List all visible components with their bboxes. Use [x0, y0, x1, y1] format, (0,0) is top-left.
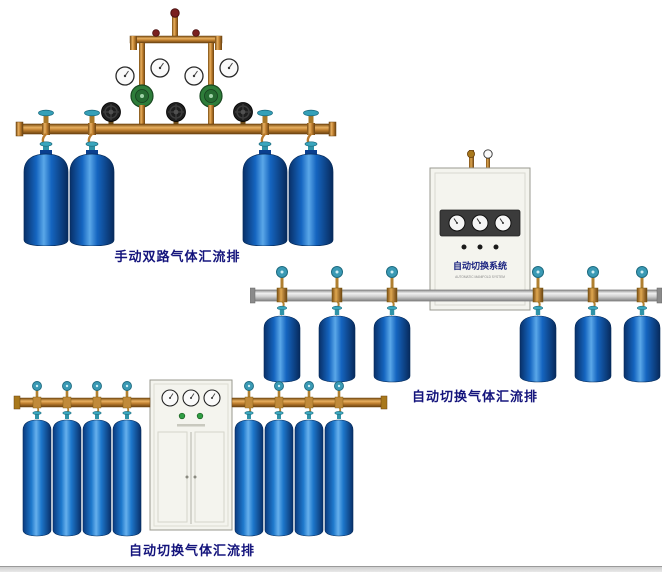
pressure-gauge-icon [150, 58, 170, 78]
regulator-right [184, 58, 239, 125]
teal-valve-icon [84, 109, 100, 126]
figure-auto-switch-floor [12, 374, 392, 542]
pressure-gauge-icon [219, 58, 239, 78]
gas-cylinder [52, 411, 82, 537]
gas-cylinder [82, 411, 112, 537]
cabinet-top-pipes [466, 149, 493, 169]
gas-cylinder [69, 141, 115, 247]
auto-switch-wall-illustration: 自动切换系统 AUTOMATIC MANIFOLD SYSTEM [249, 149, 662, 383]
gas-cylinder [23, 141, 69, 247]
gas-cylinder [318, 305, 356, 383]
indicator-light [493, 244, 499, 250]
teal-valve-icon [38, 109, 54, 126]
gas-cylinder [294, 411, 324, 537]
caption-auto-switch-floor: 自动切换气体汇流排 [128, 543, 255, 558]
green-button [196, 412, 204, 420]
figure-manual-dual-manifold [8, 6, 343, 247]
figure-auto-switch-wall: 自动切换系统 AUTOMATIC MANIFOLD SYSTEM [249, 148, 662, 388]
pressure-gauge-icon [448, 214, 466, 232]
handwheel-icon [100, 101, 122, 125]
handwheel-icon [165, 101, 187, 125]
pressure-gauge-icon [494, 214, 512, 232]
manifold-bar [249, 287, 662, 304]
pressure-gauge-icon [115, 66, 135, 86]
pressure-gauge-icon [161, 389, 179, 407]
label-plate [177, 424, 205, 427]
indicator-light [477, 244, 483, 250]
bottom-divider [0, 566, 662, 572]
gas-cylinder [264, 411, 294, 537]
cabinet-title: 自动切换系统 [453, 260, 507, 271]
manifold-header-pipe [15, 121, 337, 137]
control-cabinet [149, 379, 233, 531]
control-cabinet: 自动切换系统 AUTOMATIC MANIFOLD SYSTEM [429, 167, 531, 311]
pressure-gauge-icon [184, 66, 204, 86]
handwheel-valves [100, 101, 254, 125]
gas-cylinder [22, 411, 52, 537]
gas-cylinder [373, 305, 411, 383]
green-button [178, 412, 186, 420]
pressure-gauge-icon [471, 214, 489, 232]
gas-cylinder [234, 411, 264, 537]
gas-cylinder [263, 305, 301, 383]
cabinet-subtitle: AUTOMATIC MANIFOLD SYSTEM [455, 275, 505, 279]
gas-cylinder [519, 305, 557, 383]
teal-valve-icon [257, 109, 273, 126]
top-feed-pipes [129, 8, 223, 87]
caption-auto-switch-wall: 自动切换气体汇流排 [411, 389, 538, 404]
pressure-gauge-icon [203, 389, 221, 407]
handwheel-icon [232, 101, 254, 125]
gas-cylinder [324, 411, 354, 537]
teal-valve-icon [303, 109, 319, 126]
auto-switch-floor-illustration [13, 379, 388, 537]
gas-cylinder [623, 305, 661, 383]
manual-dual-manifold-illustration [15, 8, 337, 247]
pressure-gauge-icon [182, 389, 200, 407]
regulator-left [115, 58, 170, 125]
manifold-header-pipe [13, 395, 388, 410]
gas-cylinders [263, 305, 661, 383]
indicator-light [461, 244, 467, 250]
caption-manual-dual-manifold: 手动双路气体汇流排 [114, 249, 241, 264]
gas-cylinder [574, 305, 612, 383]
gas-cylinder [112, 411, 142, 537]
